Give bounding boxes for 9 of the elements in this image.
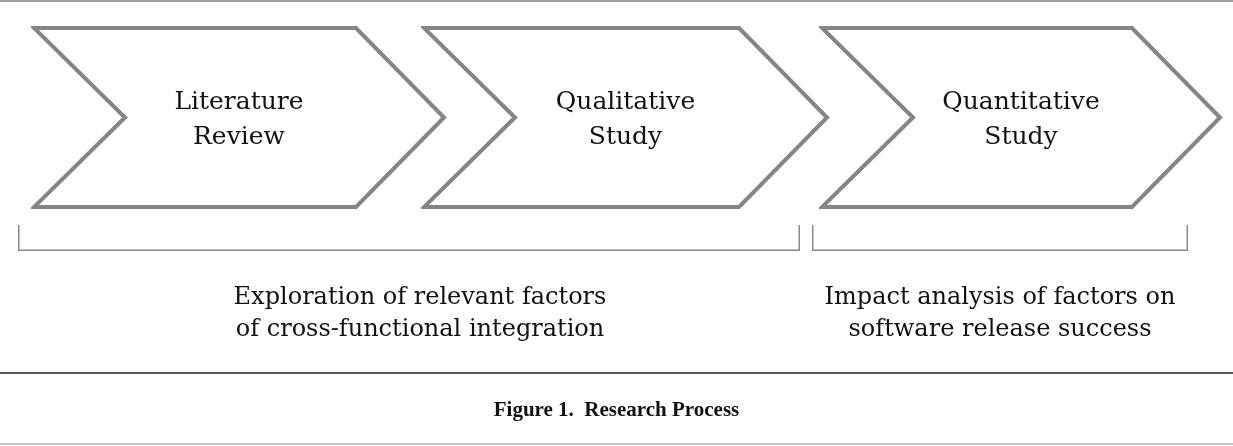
step-label: Quantitative Study bbox=[941, 84, 1101, 152]
chevron-step bbox=[819, 26, 1223, 209]
step-label: Literature Review bbox=[173, 84, 305, 152]
step-label: Qualitative Study bbox=[554, 84, 697, 152]
figure-caption: Figure 1. Research Process bbox=[492, 396, 741, 422]
phase-description: Exploration of relevant factors of cross-functional integration bbox=[232, 281, 608, 344]
chevron-step bbox=[421, 26, 830, 209]
chevron-step bbox=[31, 26, 447, 209]
phase-description: Impact analysis of factors on software release success bbox=[823, 281, 1177, 344]
